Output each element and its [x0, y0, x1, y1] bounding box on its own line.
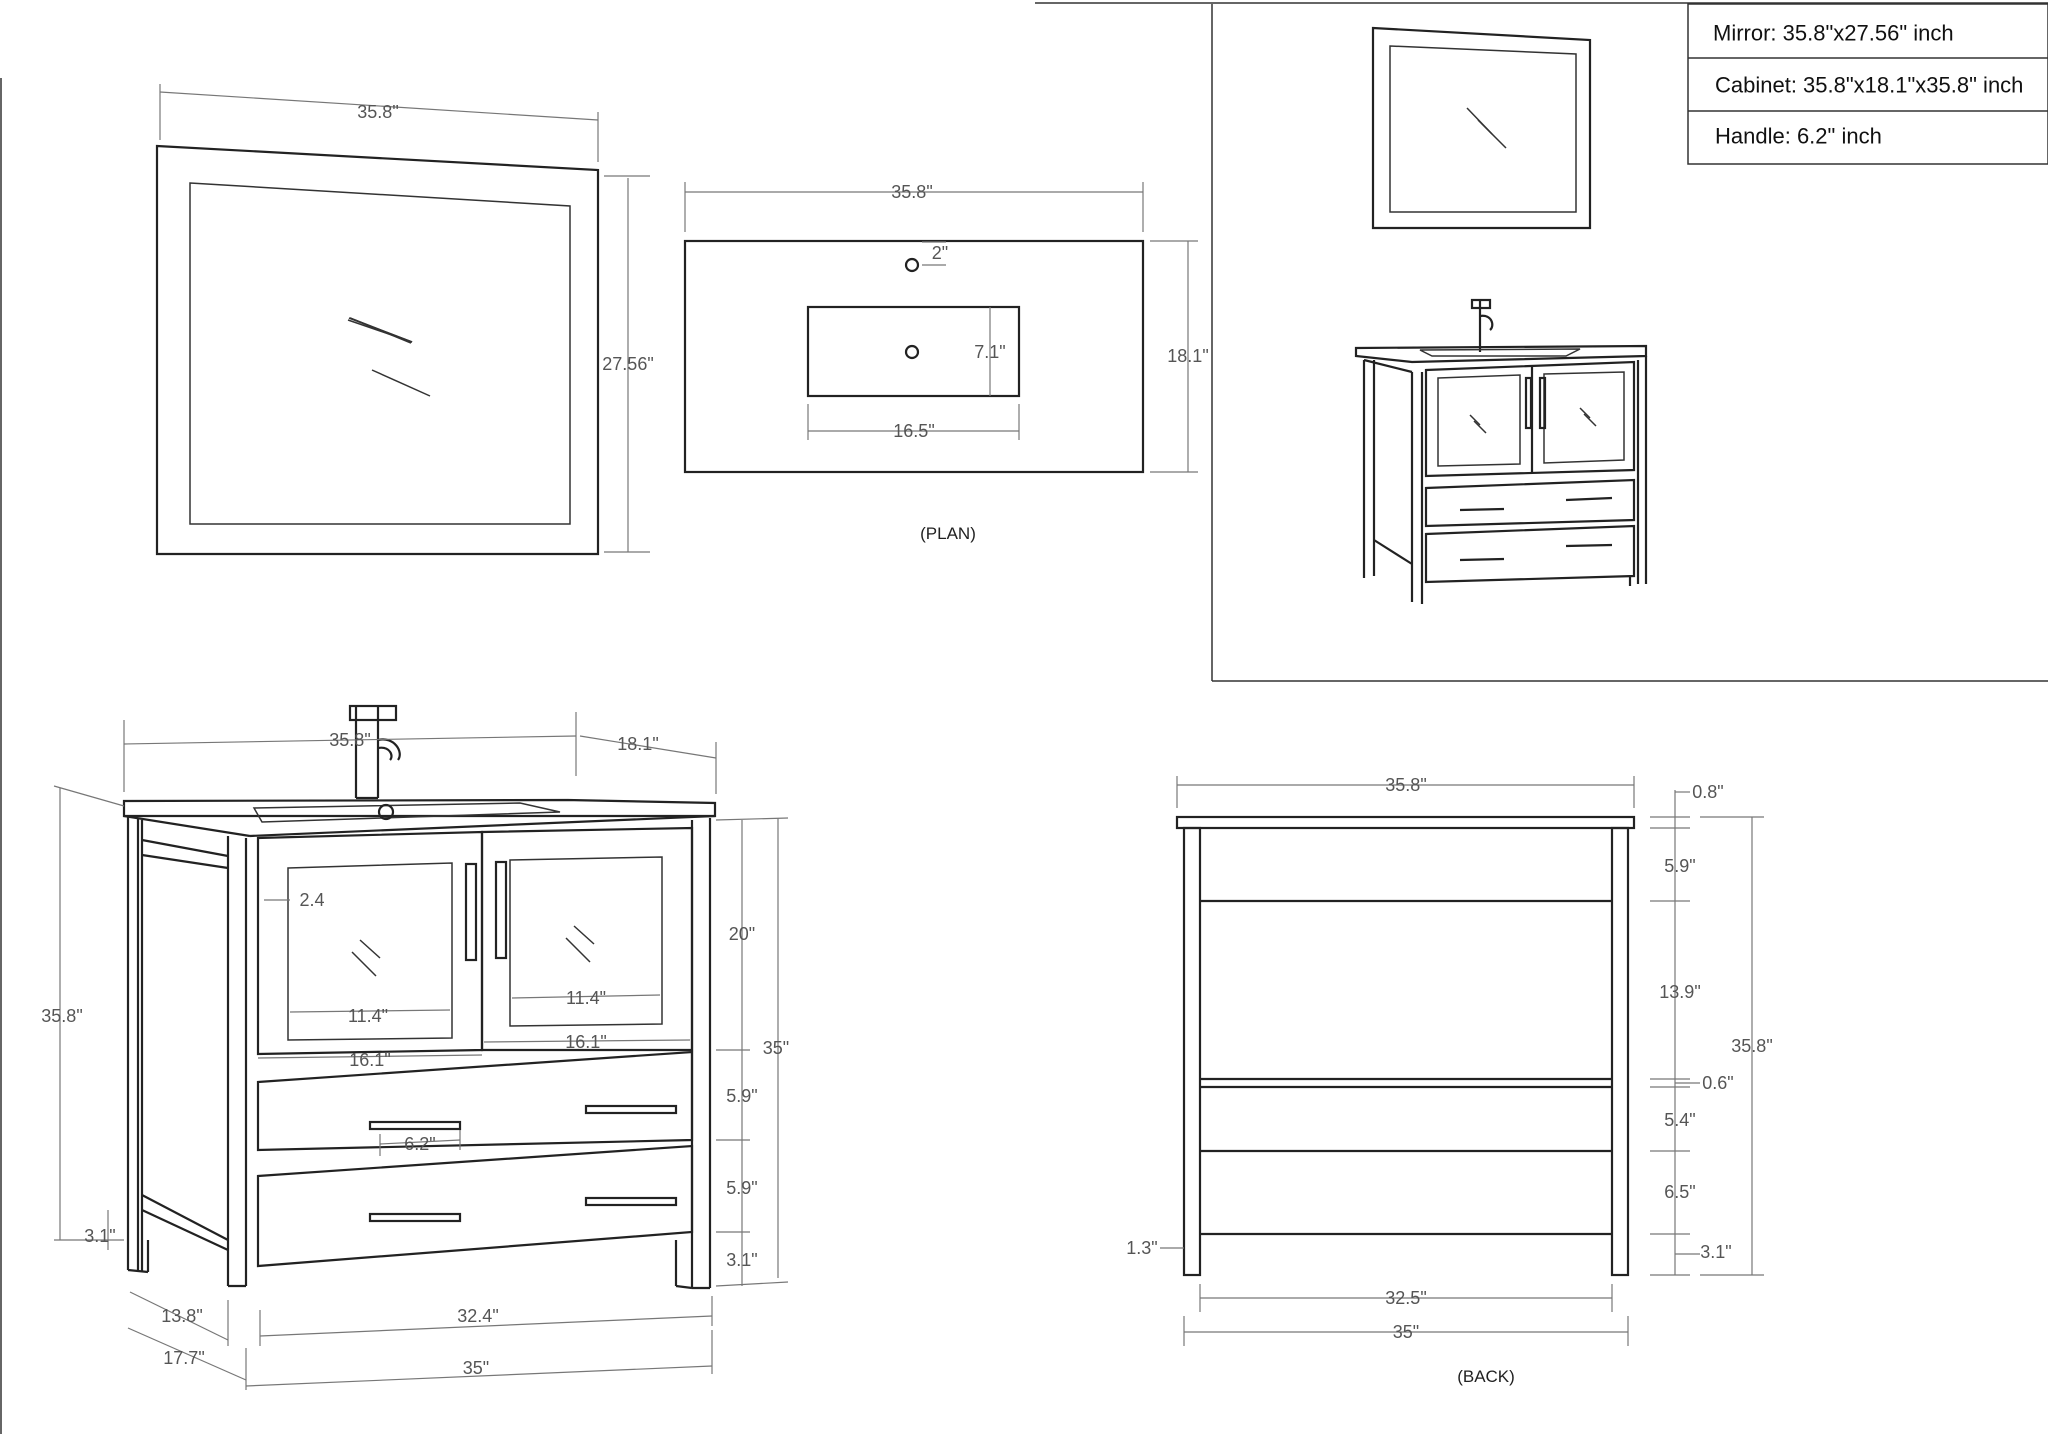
perspective-mirror — [1371, 26, 1592, 230]
back-leg-left — [1182, 826, 1202, 1277]
back-total-height-label: 35.8" — [1731, 1036, 1772, 1056]
front-side-depth-inner-label: 13.8" — [161, 1306, 202, 1326]
front-side-depth-outer-label: 17.7" — [163, 1348, 204, 1368]
back-caption: (BACK) — [1457, 1367, 1515, 1386]
plan-view: 35.8" 18.1" 2" 7.1" 16.5" (PLAN) — [683, 182, 1209, 543]
front-door-height-label: 20" — [729, 924, 755, 944]
back-upper-rail-label: 5.9" — [1664, 856, 1695, 876]
plan-faucet-offset-label: 2" — [932, 243, 948, 263]
spec-mirror: Mirror: 35.8"x27.56" inch — [1713, 21, 1954, 46]
back-shelf-thickness-label: 0.6" — [1702, 1073, 1733, 1093]
mirror-view: 35.8" 27.56" — [155, 84, 654, 556]
back-inner-width-label: 32.5" — [1385, 1288, 1426, 1308]
front-sink-basin — [252, 802, 561, 823]
plan-sink-depth-label: 7.1" — [974, 342, 1005, 362]
back-lower-panel-label: 6.5" — [1664, 1182, 1695, 1202]
back-view: 35.8" 0.8" 5.9" 13.9" 0.6" 5.4" 6.5" 3.1… — [1126, 775, 1772, 1386]
front-toe-right-label: 3.1" — [726, 1250, 757, 1270]
back-top — [1175, 815, 1636, 830]
back-middle-panel-label: 5.4" — [1664, 1110, 1695, 1130]
front-glass-inset-label: 2.4 — [299, 890, 324, 910]
plan-width-label: 35.8" — [891, 182, 932, 202]
plan-sink-width-label: 16.5" — [893, 421, 934, 441]
front-inner-width-label: 32.4" — [457, 1306, 498, 1326]
front-drawer1-height-label: 5.9" — [726, 1086, 757, 1106]
plan-sink — [806, 305, 1021, 398]
mirror-glass — [189, 182, 571, 525]
front-handle-length-label: 6.2" — [404, 1134, 435, 1154]
front-drawer-bottom — [256, 1144, 694, 1268]
plan-drain — [904, 344, 920, 360]
front-toe-left-label: 3.1" — [84, 1226, 115, 1246]
front-top-depth-label: 18.1" — [617, 734, 658, 754]
mirror-height-label: 27.56" — [602, 354, 653, 374]
front-base-width-label: 35" — [463, 1358, 489, 1378]
front-glass-width-left-label: 11.4" — [348, 1006, 388, 1026]
spec-cabinet: Cabinet: 35.8"x18.1"x35.8" inch — [1715, 73, 2023, 98]
mirror-frame — [155, 144, 600, 556]
front-side-height-label: 35" — [763, 1038, 789, 1058]
front-drawer2-height-label: 5.9" — [726, 1178, 757, 1198]
front-view: 35.8" 18.1" 35.8" 3.1" 20" 35" 5.9" 5.9"… — [41, 704, 789, 1390]
plan-countertop — [683, 239, 1145, 474]
back-open-section-label: 13.9" — [1659, 982, 1700, 1002]
back-toe-height-label: 3.1" — [1700, 1242, 1731, 1262]
front-total-height-label: 35.8" — [41, 1006, 82, 1026]
plan-caption: (PLAN) — [920, 524, 976, 543]
front-drawer-handle — [368, 1120, 462, 1131]
spec-table: Mirror: 35.8"x27.56" inch Cabinet: 35.8"… — [1687, 3, 2048, 165]
back-top-thickness-label: 0.8" — [1692, 782, 1723, 802]
front-drawer-top — [256, 1050, 694, 1152]
perspective-panel — [1211, 4, 2048, 682]
front-door-handle-right — [494, 860, 508, 960]
back-top-width-label: 35.8" — [1385, 775, 1426, 795]
front-countertop — [122, 798, 717, 818]
back-leg-right — [1610, 826, 1630, 1277]
spec-handle: Handle: 6.2" inch — [1715, 124, 1882, 149]
front-door-right — [480, 826, 694, 1052]
plan-faucet-hole — [904, 257, 920, 273]
front-door-width-left-label: 16.1" — [349, 1050, 390, 1070]
front-glass-width-right-label: 11.4" — [566, 988, 606, 1008]
front-top-width-label: 35.8" — [329, 730, 370, 750]
front-door-width-right-label: 16.1" — [565, 1032, 606, 1052]
back-base-width-label: 35" — [1393, 1322, 1419, 1342]
mirror-width-label: 35.8" — [357, 102, 398, 122]
spec-table-border — [1687, 3, 2048, 165]
front-door-handle-left — [464, 862, 478, 962]
back-leg-width-label: 1.3" — [1126, 1238, 1157, 1258]
perspective-vanity — [1354, 298, 1648, 604]
plan-depth-label: 18.1" — [1167, 346, 1208, 366]
